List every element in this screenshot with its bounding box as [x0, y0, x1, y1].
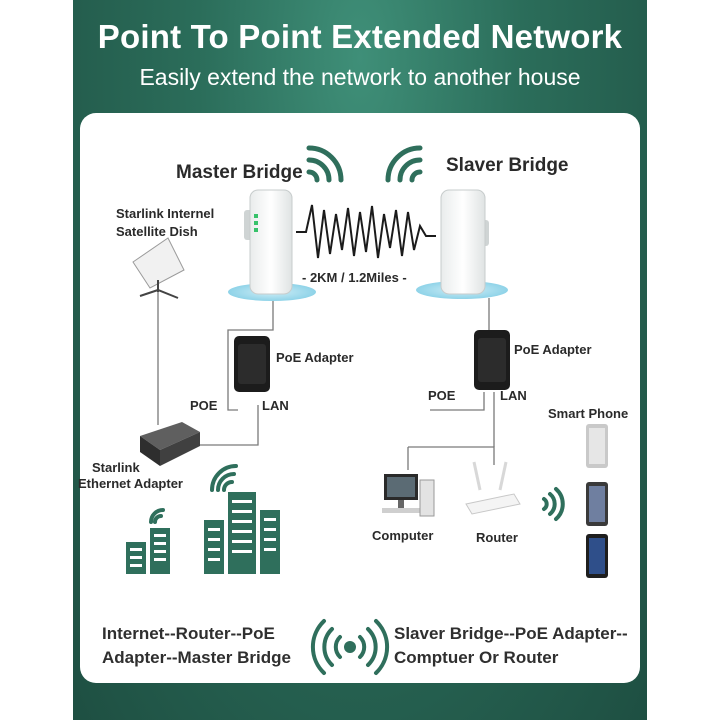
ethernet-adapter-label-line1: Starlink: [92, 460, 140, 475]
slaver-bridge-device: [416, 189, 508, 299]
broadcast-signal-icon: [310, 619, 390, 675]
cable-lines: [157, 290, 495, 470]
wifi-signal-icon: [306, 145, 344, 183]
wifi-signal-icon: [385, 145, 423, 183]
poe-adapter-icon: [474, 330, 510, 390]
router-label: Router: [476, 530, 518, 545]
master-poe-port-label: POE: [190, 398, 218, 413]
building-icon: [126, 492, 280, 574]
smart-phone-icon: [586, 482, 608, 526]
computer-label: Computer: [372, 528, 434, 543]
ethernet-adapter-label-line2: Ethernet Adapter: [78, 476, 183, 491]
ethernet-adapter-icon: [140, 422, 200, 466]
distance-label: - 2KM / 1.2Miles -: [302, 270, 407, 285]
wifi-signal-icon: [542, 487, 565, 521]
smart-phone-icon: [586, 424, 608, 468]
dish-label-line1: Starlink Internel: [116, 206, 215, 221]
starlink-dish-icon: [132, 237, 185, 299]
slaver-bridge-label: Slaver Bridge: [446, 155, 569, 176]
dish-label-line2: Satellite Dish: [116, 224, 198, 239]
footer-right-text: Slaver Bridge--PoE Adapter-- Comptuer Or…: [394, 622, 634, 670]
slaver-lan-port-label: LAN: [500, 388, 527, 403]
page-title: Point To Point Extended Network: [97, 18, 623, 55]
smart-phone-label: Smart Phone: [548, 406, 629, 421]
wireless-link-wave: [296, 204, 436, 259]
building-windows: [130, 500, 276, 567]
footer-right-line2: Comptuer Or Router: [394, 648, 559, 667]
computer-icon: [382, 474, 435, 517]
master-bridge-label: Master Bridge: [176, 162, 303, 183]
footer-left-line2: Adapter--Master Bridge: [102, 648, 291, 667]
poe-adapter-icon: [234, 336, 270, 392]
smart-phone-icon: [586, 534, 608, 578]
master-poe-adapter-label: PoE Adapter: [276, 350, 354, 365]
slaver-poe-port-label: POE: [428, 388, 456, 403]
footer-left-text: Internet--Router--PoE Adapter--Master Br…: [102, 622, 312, 670]
master-bridge-device: [228, 189, 316, 301]
page-subtitle: Easily extend the network to another hou…: [139, 64, 581, 90]
router-icon: [465, 461, 521, 515]
diagram-panel: [80, 113, 640, 683]
footer-right-line1: Slaver Bridge--PoE Adapter--: [394, 624, 628, 643]
master-lan-port-label: LAN: [262, 398, 289, 413]
wifi-signal-icon: [149, 464, 238, 524]
slaver-poe-adapter-label: PoE Adapter: [514, 342, 592, 357]
footer-left-line1: Internet--Router--PoE: [102, 624, 275, 643]
